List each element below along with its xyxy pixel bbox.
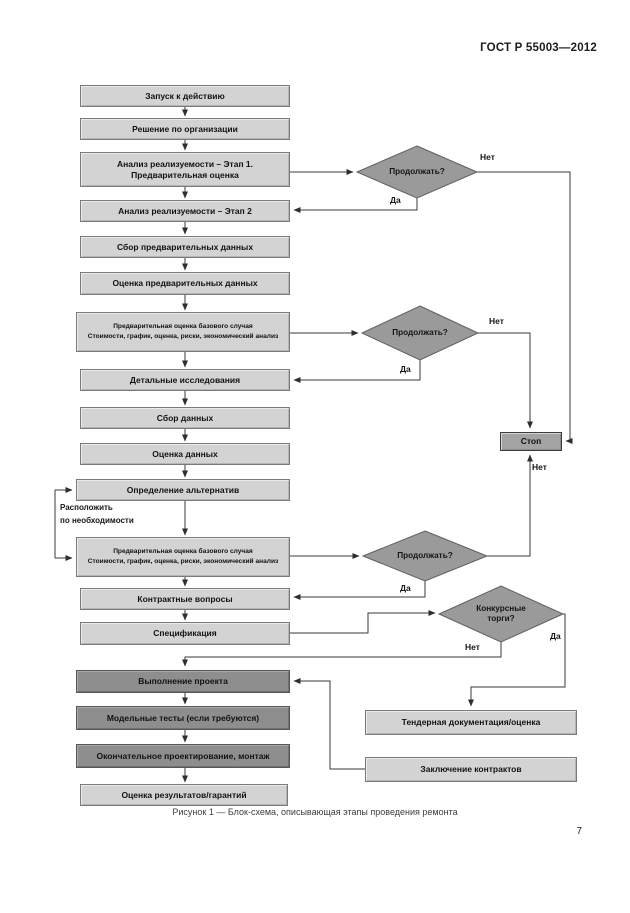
connector-decision4-yes-to-tender: [468, 613, 566, 707]
edge-label-yes-3: Да: [400, 583, 411, 593]
step-data-collection: Сбор данных: [80, 407, 290, 429]
edge-label-no-3: Нет: [532, 462, 547, 472]
edge-label-no-4: Нет: [465, 642, 480, 652]
step-contract-issues: Контрактные вопросы: [80, 588, 290, 610]
step-preliminary-data-evaluation: Оценка предварительных данных: [80, 272, 290, 295]
decision-continue-1-label: Продолжать?: [389, 167, 445, 177]
step-initiation: Запуск к действию: [80, 85, 290, 107]
step-base-case-estimate-2: Предварительная оценка базового случая С…: [76, 537, 290, 577]
step-org-decision: Решение по организации: [80, 118, 290, 140]
edge-label-yes-4: Да: [550, 631, 561, 641]
step-feasibility-stage1: Анализ реализуемости – Этап 1. Предварит…: [80, 152, 290, 187]
decision-continue-2-label: Продолжать?: [392, 328, 448, 338]
connector-decision4-no-to-execution: [182, 642, 502, 667]
connector-specification-to-decision4: [290, 610, 436, 634]
connector-contracts-to-execution: [293, 678, 365, 770]
connector-decision1-no-to-stop: [477, 171, 573, 444]
tender-docs-box: Тендерная документация/оценка: [365, 710, 577, 735]
decision-tender-label: Конкурсные торги?: [476, 604, 526, 623]
connector-decision1-yes-to-stage2: [293, 198, 418, 213]
step-project-execution: Выполнение проекта: [76, 670, 290, 693]
contracts-box: Заключение контрактов: [365, 757, 577, 782]
page-number: 7: [576, 826, 582, 837]
step-feasibility-stage2: Анализ реализуемости – Этап 2: [80, 200, 290, 222]
step-model-tests: Модельные тесты (если требуются): [76, 706, 290, 730]
decision-continue-2-shape: [360, 305, 480, 361]
step-alternatives-definition: Определение альтернатив: [76, 479, 290, 501]
connector-decision3-yes-to-contract-issues: [293, 581, 426, 600]
edge-label-yes-1: Да: [390, 195, 401, 205]
figure-caption: Рисунок 1 — Блок-схема, описывающая этап…: [172, 807, 458, 817]
decision-tender-shape: [437, 585, 565, 643]
decision-continue-3-shape: [361, 530, 489, 582]
step-specification: Спецификация: [80, 622, 290, 645]
step-preliminary-data-collection: Сбор предварительных данных: [80, 236, 290, 258]
step-data-evaluation: Оценка данных: [80, 443, 290, 465]
connector-decision3-no-to-stop: [487, 454, 533, 557]
step-base-case-estimate-1: Предварительная оценка базового случая С…: [76, 312, 290, 352]
connector-decision2-no-to-stop: [478, 332, 533, 429]
document-header-gost-number: ГОСТ Р 55003—2012: [480, 42, 597, 54]
decision-continue-1-shape: [355, 145, 479, 199]
step-results-warranty-evaluation: Оценка результатов/гарантий: [80, 784, 288, 806]
connector-decision2-yes-to-studies: [293, 360, 421, 383]
decision-continue-3-label: Продолжать?: [397, 551, 453, 561]
step-detailed-studies: Детальные исследования: [80, 369, 290, 391]
step-final-design-installation: Окончательное проектирование, монтаж: [76, 744, 290, 768]
stop-box: Стоп: [500, 432, 562, 451]
edge-label-no-1: Нет: [480, 152, 495, 162]
annotation-arrange-as-needed: Расположить по необходимости: [60, 503, 134, 525]
edge-label-no-2: Нет: [489, 316, 504, 326]
edge-label-yes-2: Да: [400, 364, 411, 374]
